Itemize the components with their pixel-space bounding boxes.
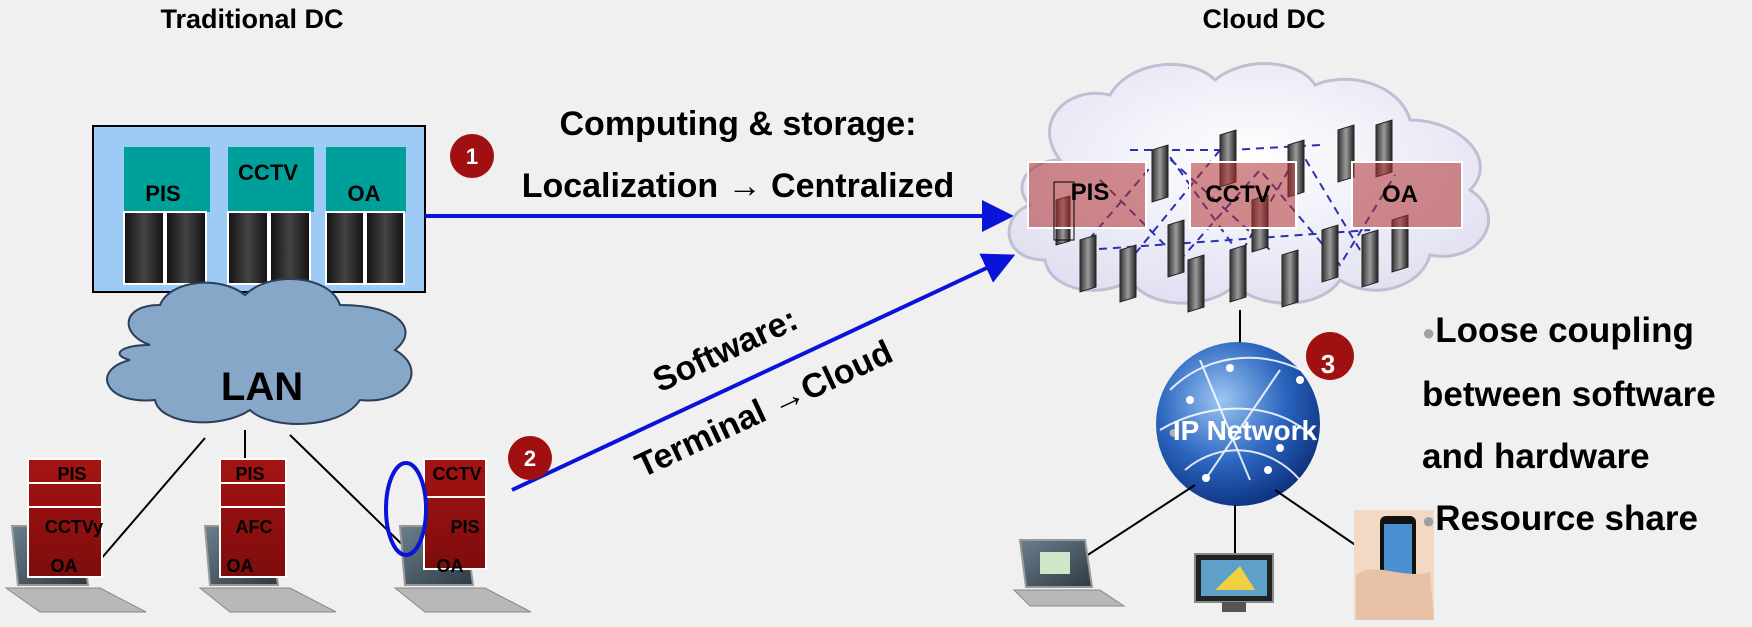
benefit-2-line-1: Resource share: [1435, 498, 1698, 538]
terminal-3-highlight-ring: [384, 461, 428, 557]
step-3-badge: 3: [1306, 332, 1354, 380]
step-1-line-2: Localization → Centralized: [522, 167, 955, 205]
cloud-dc: PIS CCTV OA: [1007, 62, 1490, 313]
lan-cloud: LAN: [106, 278, 413, 425]
lan-links: [99, 430, 419, 561]
phone-device-icon: [1354, 510, 1434, 620]
bullet-dot: ●: [1422, 319, 1436, 345]
terminal-3-app-2: PIS: [450, 517, 479, 537]
lan-label: LAN: [221, 365, 303, 409]
step-1-badge: 1: [450, 134, 494, 178]
cloud-app-label-cctv: CCTV: [1205, 181, 1270, 208]
benefit-1-line-1: Loose coupling: [1435, 311, 1694, 350]
terminal-1-app-3: OA: [51, 556, 78, 576]
laptop-device-icon: [1012, 539, 1126, 607]
step-1-line-1: Computing & storage:: [560, 105, 917, 143]
terminal-2-app-3: OA: [227, 556, 254, 576]
terminal-3-app-3: OA: [437, 556, 464, 576]
server-group-pis: PIS: [123, 147, 210, 285]
tv-device-icon: [1194, 553, 1274, 612]
ip-network-globe: ● IP Network: [1156, 342, 1320, 506]
cloud-dc-title: Cloud DC: [1203, 4, 1326, 34]
terminal-2-app-2: AFC: [236, 517, 273, 537]
step-1-number: 1: [466, 144, 478, 169]
benefit-resource-share: ●Resource share: [1422, 488, 1748, 552]
benefits-list: ●Loose coupling between software and har…: [1422, 300, 1748, 552]
terminal-1-app-2: CCTVy: [45, 517, 103, 537]
terminal-1: PIS CCTVy OA: [4, 458, 147, 613]
step-3-number: 3: [1321, 349, 1335, 379]
terminal-1-app-1: PIS: [57, 464, 86, 484]
bullet-dot: ●: [1422, 507, 1436, 533]
server-group-oa: OA: [325, 147, 406, 285]
ip-network-label: IP Network: [1173, 415, 1318, 446]
dc-app-label-oa: OA: [348, 181, 381, 206]
cloud-app-label-oa: OA: [1382, 181, 1418, 208]
arrow-cloudify: [511, 253, 1016, 492]
cloud-app-label-pis: PIS: [1071, 179, 1110, 206]
step-2-number: 2: [524, 446, 536, 471]
dc-app-label-pis: PIS: [145, 181, 180, 206]
traditional-dc-box: PIS CCTV OA: [92, 125, 426, 293]
terminal-2-app-1: PIS: [235, 464, 264, 484]
dc-app-label-cctv: CCTV: [238, 160, 298, 185]
benefit-loose-coupling: ●Loose coupling between software and har…: [1422, 300, 1748, 488]
server-group-cctv: CCTV: [227, 147, 314, 285]
traditional-dc-title: Traditional DC: [160, 4, 343, 34]
terminal-3: CCTV PIS OA: [384, 458, 532, 613]
step-2-badge: 2: [508, 436, 552, 480]
benefit-1-line-3: and hardware: [1422, 436, 1650, 476]
benefit-1-line-2: between software: [1422, 374, 1716, 414]
ip-network-bullet: ●: [1168, 422, 1179, 442]
terminal-3-app-1: CCTV: [433, 464, 482, 484]
terminal-2: PIS AFC OA: [198, 458, 337, 613]
